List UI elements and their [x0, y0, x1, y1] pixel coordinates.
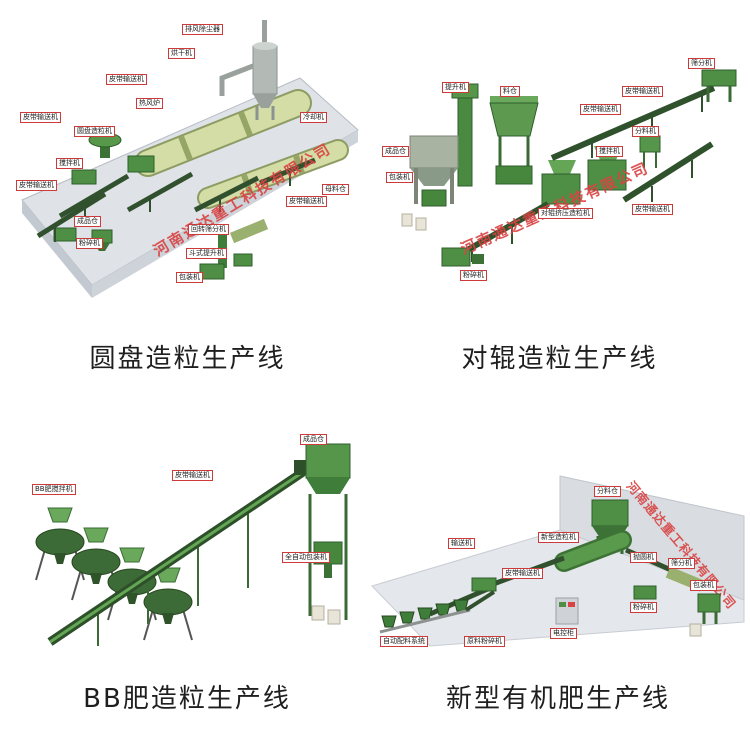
machine-label: 料仓 [500, 86, 520, 97]
machine-label: 包装机 [690, 580, 717, 591]
machine-label: 筛分机 [688, 58, 715, 69]
machine-label: 原料粉碎机 [464, 636, 505, 647]
dust-collector [219, 20, 278, 120]
roller-line-illustration: 河南通达重工科技有限公司 提升机 料仓 皮带输送机 皮带输送机 筛分机 分料机 … [372, 8, 744, 328]
screening-machine [701, 69, 737, 102]
machine-label: 热风炉 [136, 98, 163, 109]
machine-label: 皮带输送机 [502, 568, 543, 579]
product-caption: 圆盘造粒生产线 [89, 344, 286, 374]
distributor [639, 135, 661, 168]
machine-label: 皮带输送机 [580, 104, 621, 115]
machine-label: 皮带输送机 [106, 74, 147, 85]
machine-label: 粉碎机 [630, 602, 657, 613]
batching-system [379, 590, 496, 634]
disc-line-illustration: 河南通达重工科技有限公司 排风除尘器 烘干机 皮带输送机 热风炉 圆盘造粒机 皮… [10, 8, 365, 328]
machine-label: 皮带输送机 [622, 86, 663, 97]
machine-label: 母料仓 [322, 184, 349, 195]
machine-label: 自动配料系统 [380, 636, 428, 647]
machine-label: 包装机 [176, 272, 203, 283]
roller-line-diagram: 河南通达重工科技有限公司 [401, 69, 737, 267]
organic-line-illustration: 河南通达重工科技有限公司 [368, 410, 746, 668]
product-caption: 对辊造粒生产线 [461, 344, 658, 374]
machine-label: 对辊挤压造粒机 [538, 208, 593, 219]
bb-mixers [35, 507, 193, 641]
product-bin-packing [401, 135, 459, 231]
granulator [554, 530, 632, 572]
machine-label: 新型造粒机 [538, 532, 579, 543]
product-panel-organic-line: 河南通达重工科技有限公司 [368, 410, 748, 740]
machine-label: 回转筛分机 [188, 224, 229, 235]
machine-label: 冷却机 [300, 112, 327, 123]
machine-label: 提升机 [442, 82, 469, 93]
bb-line-diagram [35, 443, 351, 646]
machine-label: 分料仓 [594, 486, 621, 497]
machine-label: 皮带输送机 [632, 204, 673, 215]
machine-label: 分料机 [632, 126, 659, 137]
machine-label: 排风除尘器 [182, 24, 223, 35]
product-panel-bb-line: BB肥搅拌机 皮带输送机 成品仓 全自动包装机 BB肥造粒生产线 [8, 410, 366, 740]
conveyors [36, 157, 316, 242]
machine-label: 成品仓 [74, 216, 101, 227]
machine-label: 斗式提升机 [186, 248, 227, 259]
bb-line-illustration: BB肥搅拌机 皮带输送机 成品仓 全自动包装机 [8, 410, 366, 668]
machine-label: 成品仓 [382, 146, 409, 157]
control-cabinet [555, 597, 579, 625]
machine-label: 电控柜 [550, 628, 577, 639]
machine-label: BB肥搅拌机 [32, 484, 76, 495]
machine-label: 搅拌机 [596, 146, 623, 157]
machine-label: 皮带输送机 [20, 112, 61, 123]
machine-label: 皮带输送机 [16, 180, 57, 191]
disc-line-diagram: 河南通达重工科技有限公司 [21, 20, 359, 298]
product-bin-platform [305, 443, 351, 625]
product-panel-disc-line: 河南通达重工科技有限公司 排风除尘器 烘干机 皮带输送机 热风炉 圆盘造粒机 皮… [10, 8, 365, 400]
machine-label: 圆盘造粒机 [74, 126, 115, 137]
conveyors [448, 85, 716, 263]
machine-label: 搅拌机 [56, 158, 83, 169]
machine-label: 全自动包装机 [282, 552, 330, 563]
machine-label: 筛分机 [668, 558, 695, 569]
machine-label: 成品仓 [300, 434, 327, 445]
machine-label: 抛圆机 [630, 552, 657, 563]
machine-label: 输送机 [448, 538, 475, 549]
crusher [441, 247, 484, 267]
product-caption: BB肥造粒生产线 [83, 684, 291, 714]
machine-label: 烘干机 [168, 48, 195, 59]
machine-label: 皮带输送机 [172, 470, 213, 481]
product-panel-roller-line: 河南通达重工科技有限公司 提升机 料仓 皮带输送机 皮带输送机 筛分机 分料机 … [372, 8, 747, 400]
machine-label: 包装机 [386, 172, 413, 183]
machine-label: 粉碎机 [460, 270, 487, 281]
feed-hopper [489, 96, 539, 185]
product-caption: 新型有机肥生产线 [445, 684, 670, 714]
distribution-bin [591, 499, 629, 554]
machine-label: 粉碎机 [76, 238, 103, 249]
machine-label: 皮带输送机 [286, 196, 327, 207]
